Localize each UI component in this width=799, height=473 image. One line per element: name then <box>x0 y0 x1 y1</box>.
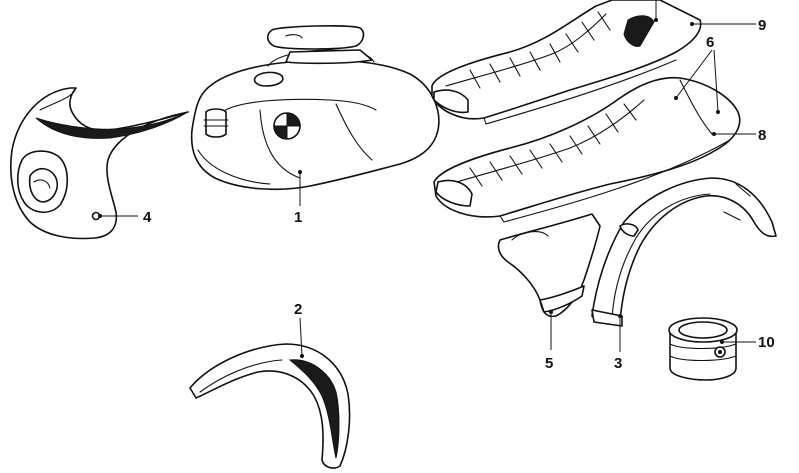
leader-2 <box>299 317 303 357</box>
callout-labels: 1 4 2 5 3 10 8 9 6 <box>143 17 775 372</box>
leader-6a <box>675 49 713 99</box>
rear-mudguard-part <box>591 177 777 327</box>
callout-5: 5 <box>545 355 553 372</box>
headlight-fairing-part <box>10 87 189 240</box>
callout-3: 3 <box>614 355 622 372</box>
callout-8: 8 <box>758 127 766 144</box>
callout-9: 9 <box>758 17 766 34</box>
leader-6b <box>713 49 719 113</box>
grommet-part <box>668 317 738 381</box>
callout-6: 6 <box>706 34 714 51</box>
leader-lines <box>98 0 756 358</box>
upper-seat-part <box>431 0 702 125</box>
callout-1: 1 <box>294 209 302 226</box>
callout-10: 10 <box>758 334 775 351</box>
callout-4: 4 <box>143 209 152 226</box>
front-mudguard-part <box>189 343 351 469</box>
side-cover-part <box>497 213 601 318</box>
fuel-tank-part <box>190 25 440 191</box>
callout-2: 2 <box>294 301 302 318</box>
lower-seat-part <box>433 76 741 223</box>
